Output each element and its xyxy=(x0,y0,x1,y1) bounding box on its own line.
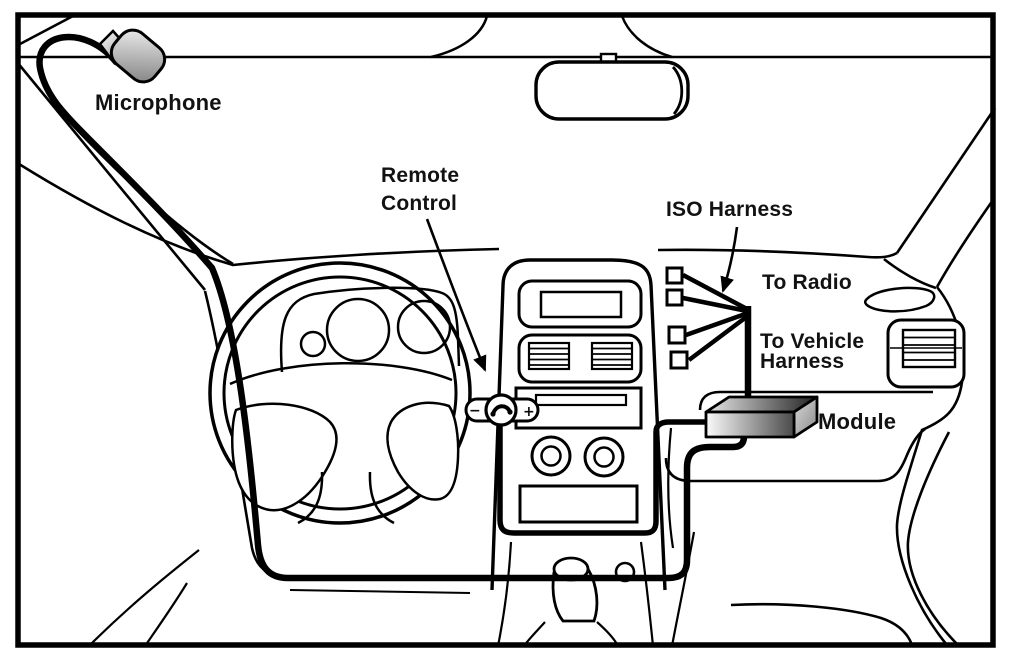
remote-control-label-line2: Control xyxy=(381,192,457,215)
right-pillar-junction xyxy=(883,257,937,290)
module-front-face xyxy=(704,410,796,439)
mirror-edge-line xyxy=(671,66,684,115)
module-label: Module xyxy=(818,409,896,434)
vent-grille-right xyxy=(590,341,634,371)
shifter-skirt-right xyxy=(596,621,619,647)
console-lower-panel xyxy=(518,484,639,524)
dash-top-left xyxy=(18,162,500,267)
wheel-inner-rim xyxy=(222,275,458,511)
dash-top-right xyxy=(657,248,898,259)
gauge-tachometer xyxy=(396,299,452,355)
display-screen xyxy=(539,290,623,319)
iso-connectors xyxy=(665,266,689,370)
wheel-spoke-cutout-right xyxy=(386,401,460,501)
rear-view-mirror xyxy=(534,52,690,121)
phone-handset-icon-end2 xyxy=(507,409,513,415)
to-radio-label: To Radio xyxy=(762,271,852,294)
to-vehicle-harness-label-line2: Harness xyxy=(760,350,844,373)
shifter-skirt-left xyxy=(523,621,546,647)
remote-minus-button: − xyxy=(469,403,481,419)
headliner-trim-right xyxy=(620,15,673,59)
steering-wheel xyxy=(208,261,472,525)
wheel-stem-right xyxy=(368,471,395,525)
pillar-roof-joint xyxy=(19,14,74,46)
door-vent-grille xyxy=(901,328,957,369)
to-vehicle-harness-label-line1: To Vehicle xyxy=(760,330,864,353)
wheel-stem-left xyxy=(297,471,324,525)
microphone-head xyxy=(109,28,167,84)
remote-plus-button: + xyxy=(523,404,535,420)
iso-connector-4 xyxy=(669,350,689,370)
radio-cd-slot xyxy=(534,393,628,407)
iso-harness-arrow xyxy=(720,226,739,293)
windshield-top xyxy=(18,15,993,59)
instrument-cluster-hood xyxy=(279,286,461,373)
footwell-line-1 xyxy=(88,549,200,647)
remote-control-label-line1: Remote xyxy=(381,164,459,187)
vent-slats-right xyxy=(592,347,632,366)
remote-control-wire xyxy=(497,419,705,536)
module-box xyxy=(704,395,819,439)
glovebox-top-line xyxy=(698,390,933,411)
dash-bottom-edge xyxy=(289,589,471,594)
passenger-seat-line xyxy=(730,602,914,646)
dashboard xyxy=(18,162,933,647)
microphone-cable xyxy=(36,33,748,582)
seat-edge-curve xyxy=(906,431,959,646)
door-handle xyxy=(864,286,936,313)
knob-left-center xyxy=(540,445,562,467)
right-pillar-inner-edge xyxy=(935,199,995,288)
gauge-small xyxy=(299,330,327,358)
annotation-arrows xyxy=(425,218,739,372)
wheel-hub-top xyxy=(229,362,453,386)
mirror-body xyxy=(534,60,690,121)
labels: Microphone Remote Control ISO Harness To… xyxy=(95,90,896,434)
tunnel-line-right xyxy=(667,427,675,549)
door-vent-slats xyxy=(903,336,955,361)
door-panel xyxy=(864,286,966,389)
microphone-device xyxy=(98,28,167,84)
vent-bezel xyxy=(517,333,643,384)
iso-connector-1 xyxy=(665,266,684,285)
remote-control-arrow xyxy=(425,218,487,372)
remote-call-button xyxy=(484,393,518,427)
microphone-label: Microphone xyxy=(95,90,222,115)
center-console xyxy=(490,258,667,591)
iso-connector-2 xyxy=(665,288,684,307)
remote-control-device: − + xyxy=(464,393,540,427)
vent-slats-left xyxy=(529,347,569,366)
vent-grille-left xyxy=(527,341,571,371)
right-pillar-outer-edge xyxy=(895,107,997,254)
gauge-speedometer xyxy=(325,297,391,363)
tunnel-seat-line xyxy=(670,531,696,647)
wheel-spoke-cutout-left xyxy=(231,402,338,512)
shifter-panel-left xyxy=(496,541,513,647)
pillar-outer-edge xyxy=(15,61,206,291)
iso-harness-label: ISO Harness xyxy=(666,198,793,221)
gear-shifter-area xyxy=(496,541,655,647)
shifter-panel-right xyxy=(639,541,655,647)
knob-right-center xyxy=(593,446,615,468)
iso-connector-3 xyxy=(667,325,687,345)
shifter-boot xyxy=(551,568,599,623)
phone-handset-icon-end1 xyxy=(490,411,496,417)
headliner-trim-left xyxy=(430,15,489,59)
footwell-line-2 xyxy=(144,582,188,647)
harness-branch-wires xyxy=(681,273,751,362)
glovebox-bottom-line xyxy=(664,427,926,483)
